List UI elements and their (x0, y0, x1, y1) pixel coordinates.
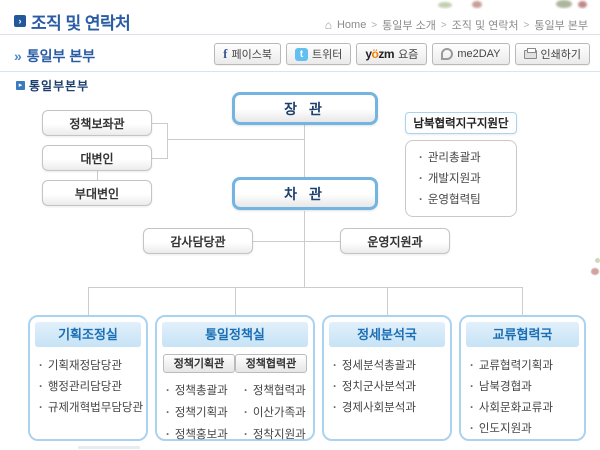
list-item: 사회문화교류과 (470, 398, 582, 419)
list-item: 정책기획과 (166, 402, 233, 424)
connector-line (387, 287, 388, 315)
list-item: 이산가족과 (244, 402, 311, 424)
print-label: 인쇄하기 (540, 49, 581, 61)
subtitle-chevron-icon: » (14, 48, 22, 64)
dept-title: 교류협력국 (466, 322, 579, 347)
cutoff-content (78, 446, 140, 449)
connector-line (235, 287, 236, 315)
me2day-label: me2DAY (457, 48, 501, 60)
connector-line (97, 171, 98, 180)
connector-line (522, 287, 523, 315)
share-button-bar: f 페이스북 t 트위터 yözm 요즘 me2DAY 인쇄하기 (214, 43, 590, 65)
edge-decoration (595, 258, 600, 263)
org-box-support-unit-title: 남북협력지구지원단 (405, 112, 517, 134)
list-item: 정세분석총괄과 (333, 356, 448, 377)
list-item: 남북경협과 (470, 377, 582, 398)
sub-office-policy-planning: 정책기획관 (163, 354, 235, 373)
list-item: 교류협력기획과 (470, 356, 582, 377)
twitter-label: 트위터 (311, 49, 343, 61)
list-item: 경제사회분석과 (333, 398, 448, 419)
org-box-minister: 장 관 (232, 92, 378, 125)
yozm-share-button[interactable]: yözm 요즘 (356, 43, 428, 65)
facebook-icon: f (223, 46, 228, 61)
divider (0, 71, 600, 72)
list-item: 정책협력과 (244, 380, 311, 402)
section-bullet-icon: ▸ (16, 81, 25, 90)
top-photo-banner (0, 0, 600, 9)
org-box-operations-support: 운영지원과 (340, 228, 450, 254)
connector-line (304, 211, 305, 288)
page-title: 조직 및 연락처 (31, 14, 131, 33)
connector-line (167, 123, 168, 159)
breadcrumb-item[interactable]: 통일부 소개 (382, 20, 436, 32)
connector-line (304, 125, 305, 177)
print-button[interactable]: 인쇄하기 (514, 43, 590, 65)
list-item: 정책홍보과 (166, 424, 233, 446)
list-item: 인도지원과 (470, 419, 582, 440)
printer-icon (523, 47, 537, 59)
list-item: 관리총괄과 (419, 148, 516, 169)
connector-line (88, 287, 89, 315)
list-item: 기획재정담당관 (39, 356, 144, 377)
facebook-label: 페이스북 (231, 49, 272, 61)
org-box-policy-advisor: 정책보좌관 (42, 110, 152, 136)
dept-title: 통일정책실 (162, 322, 308, 347)
me2day-icon (441, 48, 454, 60)
connector-line (152, 158, 168, 159)
list-item: 정치군사분석과 (333, 377, 448, 398)
dept-situation-analysis: 정세분석국 정세분석총괄과 정치군사분석과 경제사회분석과 (322, 315, 452, 441)
edge-decoration (591, 268, 599, 275)
list-item: 개발지원과 (419, 169, 516, 190)
dept-title: 기획조정실 (35, 322, 141, 347)
support-unit-list: 관리총괄과 개발지원과 운영협력팀 (405, 140, 517, 217)
dept-planning-coordination: 기획조정실 기획재정담당관 행정관리담당관 규제개혁법무담당관 (28, 315, 148, 441)
org-box-spokesperson: 대변인 (42, 145, 152, 171)
subtitle-text: 통일부 본부 (26, 48, 96, 64)
breadcrumb: ⌂ Home > 통일부 소개 > 조직 및 연락처 > 통일부 본부 (325, 17, 588, 33)
yozm-icon: yözm (365, 47, 395, 61)
breadcrumb-item: 통일부 본부 (534, 20, 588, 32)
connector-line (88, 287, 523, 288)
yozm-label: 요즘 (398, 49, 419, 61)
org-box-audit-officer: 감사담당관 (143, 228, 253, 254)
connector-line (152, 123, 168, 124)
connector-line (167, 139, 304, 140)
connector-line (304, 241, 340, 242)
section-label: 통일부본부 (29, 79, 90, 93)
page-title-icon: › (14, 15, 26, 27)
me2day-share-button[interactable]: me2DAY (432, 43, 510, 65)
breadcrumb-separator: > (371, 19, 378, 31)
breadcrumb-home[interactable]: Home (336, 19, 367, 31)
org-box-vice-minister: 차 관 (232, 177, 378, 210)
banner-decoration (578, 1, 587, 8)
list-item: 규제개혁법무담당관 (39, 398, 144, 419)
dept-title: 정세분석국 (329, 322, 445, 347)
list-item: 정착지원과 (244, 424, 311, 446)
banner-decoration (472, 1, 482, 8)
twitter-icon: t (294, 47, 308, 61)
list-item: 정책총괄과 (166, 380, 233, 402)
breadcrumb-item[interactable]: 조직 및 연락처 (451, 20, 519, 32)
list-item: 행정관리담당관 (39, 377, 144, 398)
page-subtitle: »통일부 본부 (14, 46, 95, 66)
dept-exchange-cooperation: 교류협력국 교류협력기획과 남북경협과 사회문화교류과 인도지원과 (459, 315, 586, 441)
dept-unification-policy: 통일정책실 정책기획관 정책협력관 정책총괄과 정책기획과 정책홍보과 정책협력… (155, 315, 315, 441)
breadcrumb-separator: > (523, 19, 530, 31)
sub-office-policy-cooperation: 정책협력관 (235, 354, 307, 373)
org-box-deputy-spokesperson: 부대변인 (42, 180, 152, 206)
divider (0, 34, 600, 35)
facebook-share-button[interactable]: f 페이스북 (214, 43, 281, 65)
banner-decoration (438, 2, 452, 8)
connector-line (253, 241, 304, 242)
banner-decoration (556, 0, 572, 8)
list-item: 운영협력팀 (419, 190, 516, 211)
home-icon: ⌂ (324, 18, 332, 32)
breadcrumb-separator: > (440, 19, 447, 31)
twitter-share-button[interactable]: t 트위터 (285, 43, 352, 65)
